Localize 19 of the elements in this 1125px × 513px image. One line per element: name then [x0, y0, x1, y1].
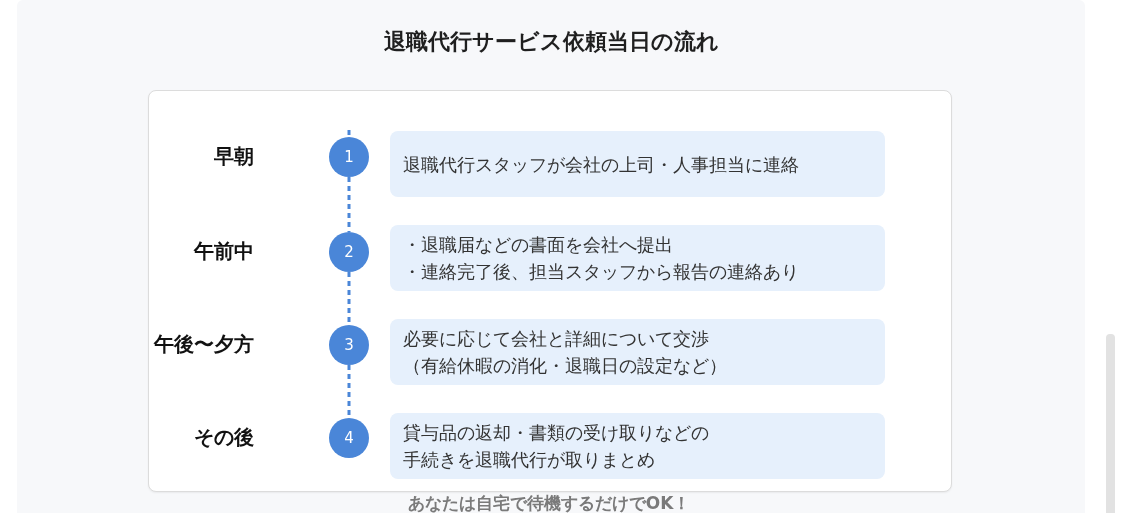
time-label: 早朝 — [214, 143, 254, 169]
dashed-line — [347, 177, 351, 232]
step-box — [390, 319, 885, 385]
step-text: ・連絡完了後、担当スタッフから報告の連絡あり — [403, 260, 799, 284]
time-label: 午前中 — [194, 238, 254, 264]
note-text: あなたは自宅で待機するだけでOK！ — [407, 493, 691, 513]
dashed-line — [347, 272, 351, 325]
step-text: 貸与品の返却・書類の受け取りなどの手続きを退職代行が取りまとめ — [403, 421, 710, 472]
time-label: 午後〜夕方 — [154, 331, 254, 357]
step-text: 退職代行スタッフが会社の上司・人事担当に連絡 — [403, 152, 799, 177]
step-box — [390, 131, 885, 197]
step-text: 必要に応じて会社と詳細について交渉（有給休暇の消化・退職日の設定など） — [403, 327, 728, 378]
diagram-title: 退職代行サービス依頼当日の流れ — [383, 28, 719, 56]
time-label: その後 — [194, 424, 254, 450]
dashed-line — [347, 130, 351, 137]
dashed-line — [347, 365, 351, 418]
step-text: ・退職届などの書面を会社へ提出 — [403, 233, 673, 257]
step-box — [390, 413, 885, 479]
step-box — [390, 225, 885, 291]
